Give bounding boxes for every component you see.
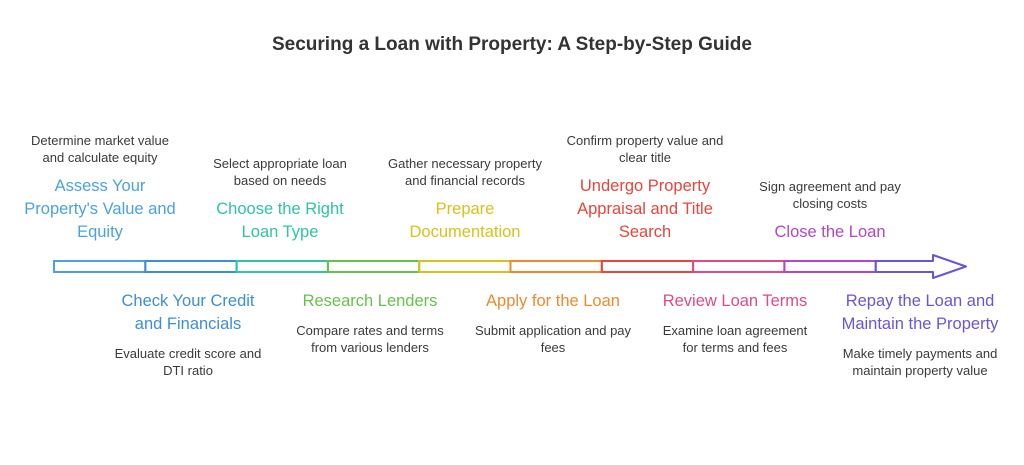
step-label: Assess Your Property's Value and Equity: [24, 177, 176, 241]
step-research-lenders: Research Lenders Compare rates and terms…: [290, 290, 450, 356]
step-label: Check Your Credit and Financials: [121, 292, 255, 333]
timeline-segment: [235, 260, 329, 273]
timeline-segment: [326, 260, 421, 273]
step-description: Evaluate credit score and DTI ratio: [114, 346, 262, 378]
step-description: Make timely payments and maintain proper…: [842, 346, 998, 378]
step-choose-loan-type: Select appropriate loan based on needs C…: [200, 155, 360, 244]
step-label: Review Loan Terms: [662, 292, 808, 310]
timeline-segment: [144, 260, 238, 273]
step-label: Choose the Right Loan Type: [216, 200, 344, 241]
step-description: Examine loan agreement for terms and fee…: [662, 323, 808, 355]
step-label: Undergo Property Appraisal and Title Sea…: [577, 177, 713, 241]
step-description: Gather necessary property and financial …: [388, 156, 542, 188]
step-close-loan: Sign agreement and pay closing costs Clo…: [750, 178, 910, 244]
diagram-title: Securing a Loan with Property: A Step-by…: [272, 34, 752, 55]
step-apply-loan: Apply for the Loan Submit application an…: [473, 290, 633, 356]
step-check-credit: Check Your Credit and Financials Evaluat…: [108, 290, 268, 379]
step-review-terms: Review Loan Terms Examine loan agreement…: [655, 290, 815, 356]
step-description: Compare rates and terms from various len…: [296, 323, 444, 355]
step-assess-value: Determine market value and calculate equ…: [20, 132, 180, 244]
timeline-segment: [53, 260, 147, 273]
step-repay-maintain: Repay the Loan and Maintain the Property…: [840, 290, 1000, 379]
step-description: Submit application and pay fees: [474, 323, 632, 355]
step-description: Select appropriate loan based on needs: [213, 156, 347, 188]
timeline-arrowhead: [874, 254, 967, 279]
timeline-segment: [783, 260, 877, 273]
step-prepare-documentation: Gather necessary property and financial …: [385, 155, 545, 244]
step-label: Research Lenders: [302, 292, 438, 310]
step-label: Apply for the Loan: [486, 292, 620, 310]
step-appraisal-title-search: Confirm property value and clear title U…: [565, 132, 725, 244]
step-label: Repay the Loan and Maintain the Property: [841, 292, 999, 333]
step-label: Close the Loan: [774, 223, 886, 241]
timeline-segment: [509, 260, 603, 273]
step-description: Confirm property value and clear title: [566, 133, 724, 165]
timeline-segment: [600, 260, 695, 273]
step-description: Sign agreement and pay closing costs: [759, 179, 901, 211]
step-description: Determine market value and calculate equ…: [31, 133, 169, 165]
timeline-segment: [692, 260, 786, 273]
timeline-segment: [418, 260, 512, 273]
step-label: Prepare Documentation: [409, 200, 521, 241]
